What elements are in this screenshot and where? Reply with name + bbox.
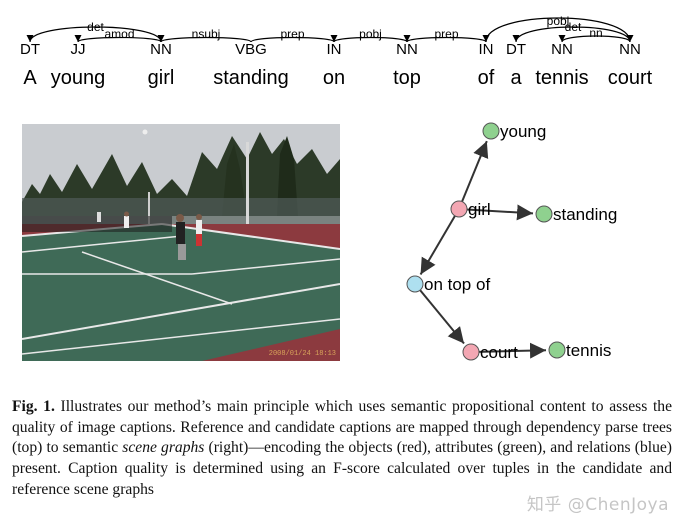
dependency-arc [558,34,631,43]
pos-tag: NN [619,41,641,58]
graph-node-court [462,343,480,361]
caption-emphasis: scene graphs [122,439,205,457]
scene-graph: young girl standing on top of court tennis [406,122,617,362]
graph-node-young [482,122,500,140]
dependency-label: det [87,20,104,34]
dependency-arc [512,26,631,43]
dependency-label: pobj [547,14,570,28]
figure-label: Fig. 1. [12,398,55,415]
sentence-word: court [608,67,653,89]
sentence-word: top [393,67,421,89]
pos-tag: IN [479,41,494,58]
caption-text-part2: (right)—encoding the objects (red), attr… [12,439,672,498]
graph-node-label: young [500,122,546,141]
dependency-label: prep [434,27,458,41]
dependency-arc [406,34,490,43]
pos-tag: JJ [71,41,86,58]
pos-tag: NN [551,41,573,58]
graph-node-label: girl [468,200,491,219]
pos-tag: DT [20,41,40,58]
sentence-word: standing [213,67,289,89]
pos-tag: IN [327,41,342,58]
sentence-word: A [23,67,37,89]
dependency-label: nn [589,26,602,40]
graph-node-girl [450,200,468,218]
graph-node-standing [535,205,553,223]
sentence-word: a [510,67,522,89]
pos-tag: NN [396,41,418,58]
graph-node-label: on top of [424,275,490,294]
sentence-word: young [51,67,106,89]
graph-node-ontopof [406,275,424,293]
tennis-court-photo: 2008/01/24 18:13 [22,124,340,361]
graph-edge [478,342,547,359]
graph-node-label: court [480,343,518,362]
dependency-arc [333,34,411,43]
dependency-label: det [565,20,582,34]
graph-node-label: standing [553,205,617,224]
caption-text-part1: Illustrates our method’s main principle … [12,398,672,457]
sentence-word: of [478,67,495,89]
dependency-label: prep [280,27,304,41]
sentence-word: girl [148,67,175,89]
graph-node-tennis [548,341,566,359]
dependency-label: pobj [359,27,382,41]
pos-tag: VBG [235,41,267,58]
zhihu-watermark: 知乎 @ChenJoya [526,495,669,515]
dependency-arc [250,34,338,43]
sentence-word: tennis [535,67,588,89]
graph-edge [466,204,534,221]
graph-node-label: tennis [566,341,611,360]
sentence-word: on [323,67,345,89]
dependency-arc [157,34,252,43]
graph-edge [461,140,489,202]
dependency-label: amod [104,27,134,41]
pos-tag: NN [150,41,172,58]
dependency-label: nsubj [192,27,221,41]
photo-timestamp: 2008/01/24 18:13 [268,350,336,358]
dependency-arc [485,17,634,43]
pos-tag: DT [506,41,526,58]
dependency-arc [26,26,162,43]
figure-caption: Fig. 1. Illustrates our method’s main pr… [12,397,672,501]
graph-edge [419,215,456,276]
graph-edge [419,289,465,345]
